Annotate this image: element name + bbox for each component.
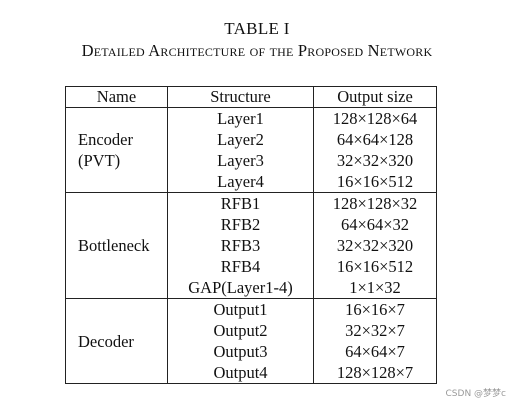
output-size-cell: 128×128×7: [313, 362, 437, 384]
watermark: CSDN @梦梦c: [445, 389, 506, 399]
header-name: Name: [65, 86, 168, 108]
table-row: GAP(Layer1-4)1×1×32: [66, 277, 437, 299]
output-size-cell: 32×32×7: [313, 320, 437, 341]
header-row: Name Structure Output size: [65, 86, 437, 108]
table-title: TABLE I: [224, 19, 290, 38]
group-name-line: Decoder: [78, 331, 134, 351]
output-size-cell: 32×32×320: [313, 150, 437, 171]
structure-cell: Layer4: [167, 171, 314, 193]
header-structure: Structure: [167, 86, 314, 108]
output-size-cell: 16×16×512: [313, 256, 437, 277]
structure-cell: Output3: [167, 341, 314, 362]
structure-cell: RFB2: [167, 214, 314, 235]
table-caption: Detailed Architecture of the Proposed Ne…: [81, 41, 433, 60]
group-name-line: (PVT): [78, 151, 121, 170]
group-name-line: Bottleneck: [78, 236, 150, 255]
structure-cell: GAP(Layer1-4): [167, 277, 314, 299]
output-size-cell: 128×128×64: [313, 107, 437, 129]
structure-cell: Layer3: [167, 150, 314, 171]
group-name-line: Encoder: [78, 130, 133, 149]
output-size-cell: 32×32×320: [313, 235, 437, 256]
group-name-cell: Decoder: [65, 298, 168, 384]
structure-cell: RFB3: [167, 235, 314, 256]
output-size-cell: 64×64×128: [313, 129, 437, 150]
output-size-cell: 64×64×32: [313, 214, 437, 235]
structure-cell: Layer1: [167, 107, 314, 129]
structure-cell: Output2: [167, 320, 314, 341]
group-name-cell: Bottleneck: [65, 192, 168, 299]
header-output-size: Output size: [313, 86, 437, 108]
output-size-cell: 16×16×7: [313, 298, 437, 320]
structure-cell: Output4: [167, 362, 314, 384]
architecture-table: Name Structure Output size Encoder(PVT)L…: [65, 86, 437, 384]
output-size-cell: 64×64×7: [313, 341, 437, 362]
structure-cell: Layer2: [167, 129, 314, 150]
structure-cell: RFB1: [167, 192, 314, 214]
output-size-cell: 16×16×512: [313, 171, 437, 193]
structure-cell: Output1: [167, 298, 314, 320]
output-size-cell: 1×1×32: [313, 277, 437, 299]
group-name-cell: Encoder (PVT): [65, 107, 168, 193]
output-size-cell: 128×128×32: [313, 192, 437, 214]
structure-cell: RFB4: [167, 256, 314, 277]
